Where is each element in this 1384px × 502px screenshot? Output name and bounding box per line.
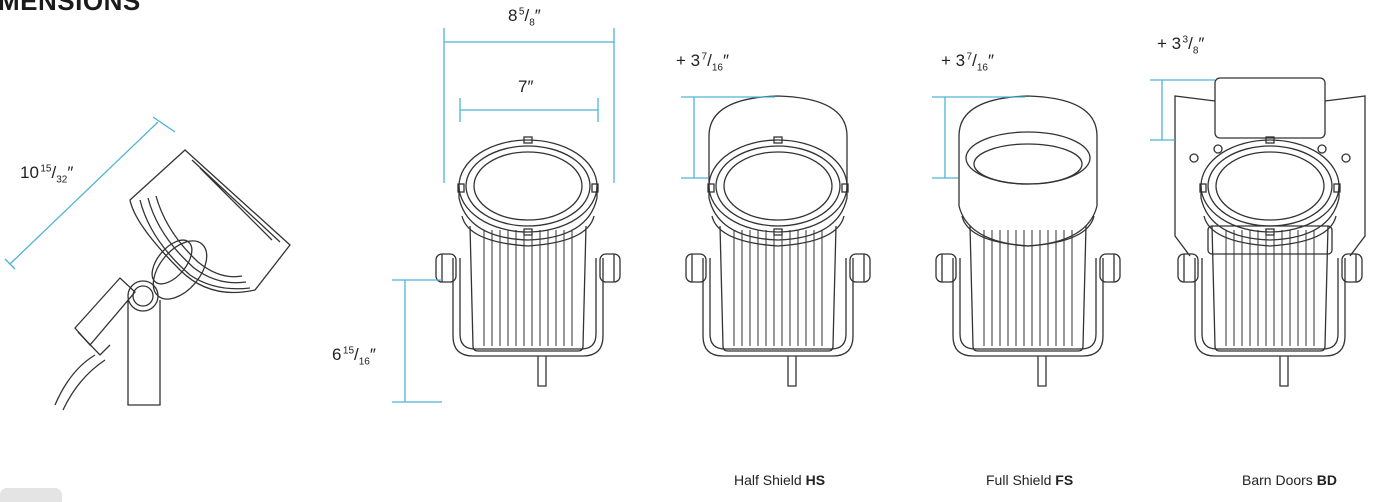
lens-width-label: 7″ — [518, 77, 534, 96]
height-label: 6 15/16″ — [332, 345, 376, 368]
fixture-front-half-shield — [685, 95, 871, 387]
caption-full-shield: Full Shield FS — [986, 472, 1074, 488]
caption-barn-doors: Barn Doors BD — [1242, 472, 1337, 488]
caption-half-shield: Half Shield HS — [734, 472, 826, 488]
dimension-lines — [4, 28, 1215, 403]
overall-width-label: 8 5/8″ — [508, 6, 541, 29]
fixture-front-standard — [435, 136, 621, 387]
diagonal-dimension-label: 10 15/32″ — [20, 163, 74, 186]
half-shield-addition-label: + 3 7/16″ — [676, 51, 729, 74]
fixture-front-full-shield — [935, 95, 1121, 387]
barn-doors-addition-label: + 3 3/8″ — [1157, 34, 1205, 57]
page-tab — [0, 488, 62, 502]
full-shield-addition-label: + 3 7/16″ — [941, 51, 994, 74]
fixture-front-barn-doors — [1174, 77, 1366, 387]
side-view-fixture — [54, 149, 291, 411]
section-heading: MENSIONS — [0, 0, 141, 16]
